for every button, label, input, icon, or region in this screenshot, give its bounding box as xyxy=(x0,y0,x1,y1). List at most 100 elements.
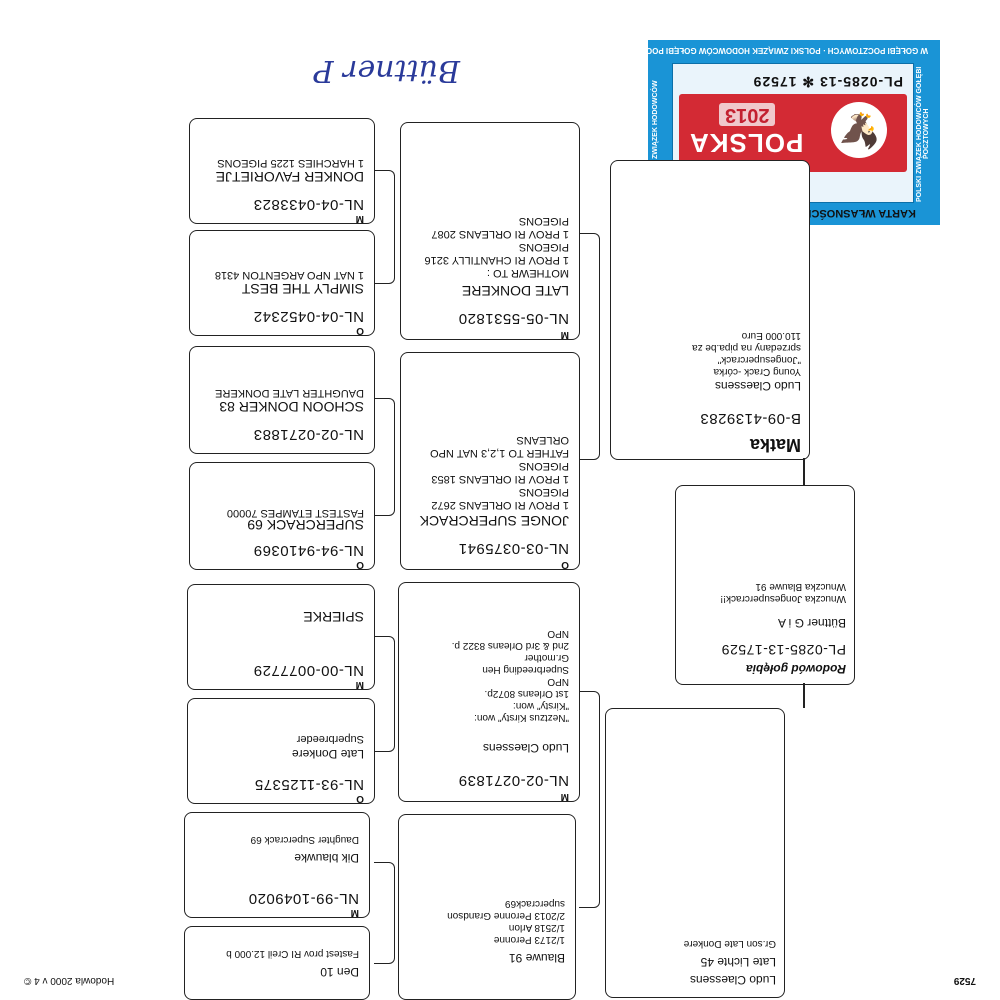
eagle-emblem-icon: 🦅 xyxy=(831,102,887,158)
pigeon-name: Dik blauwke xyxy=(294,851,359,865)
connector xyxy=(579,233,600,460)
great-grandparent-box-5: O NL-93-1125375 Late Donkere Superbreede… xyxy=(187,698,375,804)
ring-number: NL-00-0077729 xyxy=(253,662,364,679)
detail-line: Superbreeder xyxy=(296,733,364,745)
ring-number: NL-04-0452342 xyxy=(253,308,364,325)
subject-heading: Rodowód gołębia xyxy=(746,662,846,676)
detail-line: Gr.mother xyxy=(524,652,569,663)
detail-line: 1 PROV RI ORLEANS 1853 xyxy=(431,473,569,485)
card-serial: PL-0285-13 ✻ 17529 xyxy=(752,74,903,90)
subject-note: Wnuczka Jongesupercrack!! xyxy=(720,593,846,604)
pigeon-name: JONGE SUPERCRACK xyxy=(419,513,569,529)
sex-tag: M xyxy=(355,679,364,690)
great-grandparent-box-3: O NL-04-0452342 SIMPLY THE BEST 1 NAT NP… xyxy=(189,230,375,336)
detail-line: "Neztzus Kirsty" won: xyxy=(474,712,569,723)
subject-box: Rodowód gołębia PL-0285-13-17529 Büttner… xyxy=(675,485,855,685)
ring-number: NL-05-5531820 xyxy=(458,310,569,327)
detail-line: NPO xyxy=(547,628,569,639)
pigeon-name: Blauwe 91 xyxy=(508,951,565,965)
stamp-country: POLSKA xyxy=(689,128,804,158)
ring-number: NL-93-1125375 xyxy=(254,776,364,793)
document-number: 7529 xyxy=(953,975,976,986)
detail-line: 1 PROV RI ORLEANS 2087 xyxy=(431,228,569,240)
subject-breeder: Büttner G i A xyxy=(777,616,846,630)
sex-tag: M xyxy=(355,213,364,224)
ring-number: NL-02-0271839 xyxy=(458,772,569,789)
sex-tag: O xyxy=(561,559,569,570)
detail-line: Daughter Supercrack 69 xyxy=(250,834,359,845)
mother-ring: B-09-4139283 xyxy=(699,410,801,427)
detail-line: 1/2173 Peronne xyxy=(493,934,565,945)
connector xyxy=(374,636,395,752)
grandparent-box-3: M NL-02-0271839 Ludo Claessens "Neztzus … xyxy=(398,582,580,802)
connector xyxy=(579,691,600,908)
stamp-year: 2013 xyxy=(719,103,776,126)
connector xyxy=(803,458,805,485)
father-box: Ludo Claessens Late Lichte 45 Gr.son Lat… xyxy=(605,708,785,998)
ring-number: NL-94-9410369 xyxy=(253,542,364,559)
great-grandparent-box-2: NL-02-0271883 SCHOON DONKER 83 DAUGHTER … xyxy=(189,346,375,454)
detail-line: MOTHEWR TO : xyxy=(486,267,569,279)
subject-note: Wnuczka Blauwe 91 xyxy=(755,581,846,592)
great-grandparent-box-1: O NL-94-9410369 SUPERCRACK 69 FASTEST ET… xyxy=(189,462,375,570)
detail-line: 1/2518 Arlon xyxy=(508,922,565,933)
mother-line: 110.000 Euro xyxy=(741,330,801,341)
sex-tag: M xyxy=(350,907,359,918)
card-side-left: POLSKI ZWIĄZEK HODOWCÓW GOŁĘBI POCZTOWYC… xyxy=(916,66,930,202)
connector xyxy=(374,170,395,284)
grandparent-box-2: M NL-05-5531820 LATE DONKERE MOTHEWR TO … xyxy=(400,122,580,340)
detail-line: 2/2013 Peronne Grandson xyxy=(447,910,565,921)
pigeon-name: DONKER FAVORIETJE xyxy=(215,169,364,185)
great-grandparent-box-4: M NL-04-0433823 DONKER FAVORIETJE 1 HARC… xyxy=(189,118,375,224)
detail-line: "Kirsty" won: xyxy=(512,700,569,711)
detail-line: DAUGHTER LATE DONKERE xyxy=(215,387,364,399)
pigeon-name: Den 10 xyxy=(320,965,359,979)
father-breeder: Ludo Claessens xyxy=(689,973,776,987)
mother-breeder: Ludo Claessens xyxy=(714,379,801,393)
detail-line: Superbreeding Hen xyxy=(482,664,569,675)
detail-line: 1 PROV RI ORLEANS 2672 xyxy=(431,499,569,511)
sex-tag: M xyxy=(560,329,569,340)
connector xyxy=(374,398,395,516)
software-label: Hodowla 2000 v 4 © xyxy=(24,975,115,986)
sex-tag: O xyxy=(356,325,364,336)
detail-line: PIGEONS xyxy=(518,460,569,472)
handwritten-signature: Büttner P xyxy=(313,53,460,88)
great-grandparent-box-8: M NL-99-1049020 Dik blauwke Daughter Sup… xyxy=(184,812,370,918)
ring-number: NL-99-1049020 xyxy=(248,890,359,907)
great-grandparent-box-6: M NL-00-0077729 SPIERKE xyxy=(187,584,375,690)
detail-line: FASTEST ETAMPES 70000 xyxy=(226,507,364,519)
detail-line: 1 NAT NPO ARGENTON 4318 xyxy=(214,269,364,281)
grandparent-box-4: Blauwe 91 1/2173 Peronne 1/2518 Arlon 2/… xyxy=(398,814,576,1000)
pigeon-name: SUPERCRACK 69 xyxy=(247,517,364,533)
pigeon-name: SPIERKE xyxy=(303,609,364,625)
pigeon-name: SCHOON DONKER 83 xyxy=(219,399,364,415)
detail-line: 1st Orleans 8072p. xyxy=(484,688,570,699)
detail-line: ORLEANS xyxy=(516,434,569,446)
sex-tag: O xyxy=(356,793,364,804)
detail-line: PIGEONS xyxy=(518,486,569,498)
mother-label: Matka xyxy=(749,435,801,455)
detail-line: 1 HARCHIES 1225 PIGEONS xyxy=(217,157,364,169)
ring-number: NL-04-0433823 xyxy=(253,196,364,213)
grandparent-box-1: O NL-03-0375941 JONGE SUPERCRACK 1 PROV … xyxy=(400,352,580,570)
connector xyxy=(803,683,805,708)
father-name: Late Lichte 45 xyxy=(700,955,776,969)
connector xyxy=(374,862,395,964)
mother-line: "Jongesupercrack" xyxy=(717,354,801,365)
detail-line: FATHER TO 1,2,3 NAT NPO xyxy=(430,447,569,459)
subject-ring: PL-0285-13-17529 xyxy=(721,642,846,658)
pigeon-name: LATE DONKERE xyxy=(461,283,569,299)
detail-line: Fastest prov RI Creil 12.000 b xyxy=(226,948,359,959)
detail-line: PIGEONS xyxy=(518,215,569,227)
detail-line: 1 PROV RI CHANTILLY 3216 xyxy=(424,254,570,266)
pigeon-name: SIMPLY THE BEST xyxy=(241,281,364,297)
detail-line: supercrack69 xyxy=(504,898,565,909)
mother-line: Young Crack -córka xyxy=(713,366,801,377)
card-bottom-text: W GOŁĘBI POCZTOWYCH · POLSKI ZWIĄZEK HOD… xyxy=(606,46,928,55)
mother-line: sprzedany na pipa.be za xyxy=(692,342,801,353)
detail-line: 2nd & 3rd Orleans 8322 p. xyxy=(451,640,569,651)
pigeon-name: Ludo Claessens xyxy=(482,741,569,755)
sex-tag: M xyxy=(560,791,569,802)
sex-tag: O xyxy=(356,559,364,570)
